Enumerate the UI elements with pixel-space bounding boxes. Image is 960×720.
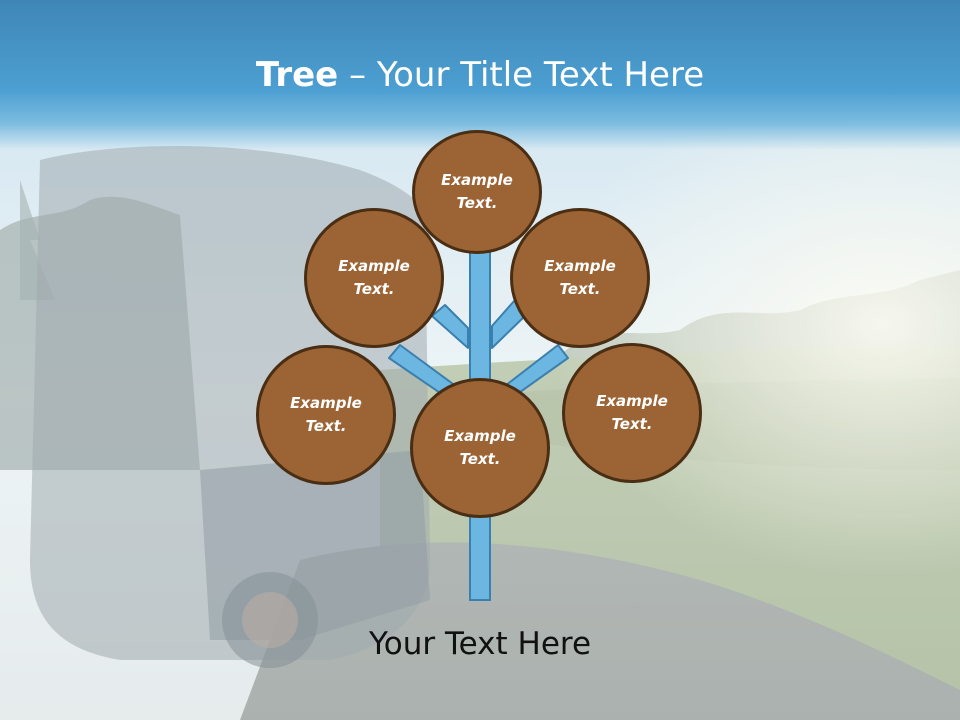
node-label-line1: Example (441, 171, 513, 189)
node-label-line1: Example (596, 392, 668, 410)
node-label-line2: Text. (456, 194, 498, 212)
title-separator: – (338, 55, 377, 95)
node-label-line2: Text. (305, 417, 347, 435)
title-band (0, 0, 960, 150)
node-label-line1: Example (338, 257, 410, 275)
node-label-line2: Text. (353, 280, 395, 298)
title-text: Your Title Text Here (376, 55, 705, 95)
branch-upper-left (431, 304, 469, 349)
node-label-line2: Text. (611, 415, 653, 433)
title-keyword: Tree (255, 55, 339, 95)
node-label-line2: Text. (559, 280, 601, 298)
node-label-line1: Example (444, 427, 516, 445)
node-label-line2: Text. (459, 450, 501, 468)
caption-text: Your Text Here (368, 626, 592, 662)
slide-title: Tree – Your Title Text Here (0, 52, 960, 98)
node-label-line1: Example (544, 257, 616, 275)
node-label-line1: Example (290, 394, 362, 412)
